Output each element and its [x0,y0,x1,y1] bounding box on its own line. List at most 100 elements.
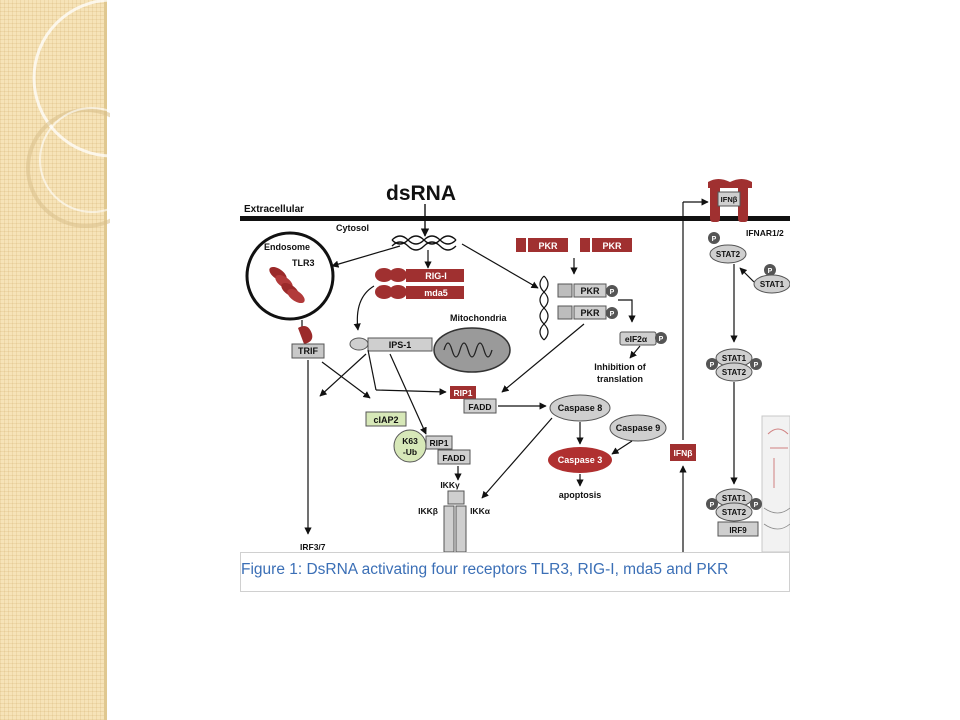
stat1-p-top [764,264,776,276]
stat2-top-label: STAT2 [716,250,741,259]
stat-bottom-p-left [706,498,718,510]
fadd-box [463,398,497,414]
eif2a-p-label: P [659,336,664,343]
stat1-bottom-label: STAT1 [722,494,747,503]
ikka-box [455,505,467,552]
trif-label: TRIF [298,346,318,356]
figure-caption: Figure 1: DsRNA activating four receptor… [241,561,729,578]
stat2-top [709,244,747,264]
eif2a-label: eIF2α [625,334,648,344]
pkr-b-label: PKR [602,241,622,251]
pkr-p-2-label: P [610,311,615,318]
rip1-label: RIP1 [454,388,473,398]
pkr-active-1 [573,283,607,298]
swirl-medium [26,108,110,228]
decorative-swirls [26,0,110,228]
dsrna-label: dsRNA [386,182,456,205]
ifnb-box [670,444,696,461]
tlr3-tail [298,326,313,344]
caspase9-label: Caspase 9 [616,423,661,433]
pathway-diagram: Extracellular Cytosol dsRNA Endosome TLR… [240,178,790,552]
stat1-p-top-label: P [768,268,773,275]
ips1-box [367,337,433,352]
stat-bottom-p-left-label: P [710,502,715,509]
stat1-top-label: STAT1 [760,280,785,289]
caption-box: Figure 1: DsRNA activating four receptor… [240,552,790,592]
cytosol-label: Cytosol [336,223,369,233]
stat-mid-p-right [750,358,762,370]
ciap2-label: cIAP2 [373,415,398,425]
stat2-mid [715,362,753,382]
swirl-large [32,0,110,158]
ifnb-bound-label: IFNβ [721,195,738,204]
inhibition-label-2: translation [597,374,643,384]
pkr-dimer-helix [539,275,549,341]
stat2-mid-label: STAT2 [722,368,747,377]
dsrna-helix [391,235,457,251]
stat1-mid-label: STAT1 [722,354,747,363]
endosome [245,231,335,321]
caspase8 [549,394,611,422]
mda5-receptor [375,285,464,299]
irf9-label: IRF9 [729,526,747,535]
figure: Extracellular Cytosol dsRNA Endosome TLR… [240,178,790,592]
rig-i-receptor [375,268,464,282]
ikkg-box [447,490,465,505]
tlr3-receptor [269,266,305,304]
fadd-complex-box [437,449,471,465]
side-panel-edge [104,0,107,720]
rip1-box [450,386,476,399]
k63-label-2: -Ub [403,447,417,457]
ikka-label: IKKα [470,506,491,516]
extracellular-label: Extracellular [244,204,304,215]
ips1-head [349,337,369,351]
ikkb-label: IKKβ [418,506,438,516]
k63-ub [393,429,427,463]
stat-bottom-p-right [750,498,762,510]
caspase3-label: Caspase 3 [558,455,603,465]
pkr-a [528,238,568,252]
tlr3-label: TLR3 [292,258,315,268]
pkr-a-label: PKR [538,241,558,251]
pkr-p-2 [606,307,618,319]
ifnb-bound-box [717,191,741,207]
mitochondria [433,327,511,373]
ifnar-label: IFNAR1/2 [746,228,784,238]
nucleus-region [761,415,790,552]
k63-label-1: K63 [402,436,418,446]
stat2-bottom [715,502,753,522]
cell-membrane [240,216,790,221]
mda5-label: mda5 [424,288,448,298]
ciap2-box [365,411,407,427]
stat2-p-top [708,232,720,244]
pkr-active-2 [573,305,607,320]
swirl-small [39,107,110,213]
caspase9 [609,414,667,442]
irf9-box [717,521,759,537]
rip1-complex-label: RIP1 [430,438,449,448]
ips1-label: IPS-1 [389,340,412,350]
stat1-top [753,274,790,294]
inhibition-label-1: Inhibition of [594,362,646,372]
ifnb-label: IFNβ [674,448,693,458]
fadd-complex-label: FADD [442,453,465,463]
caspase3 [548,447,612,473]
pkr-active-1-label: PKR [580,286,600,296]
pkr-a-tail [516,238,526,252]
endosome-label: Endosome [264,242,310,252]
stat2-p-top-label: P [712,236,717,243]
stat-mid-p-left-label: P [710,362,715,369]
pkr-p-1 [606,285,618,297]
fadd-label: FADD [468,402,491,412]
stat2-bottom-label: STAT2 [722,508,747,517]
caspase8-label: Caspase 8 [558,403,603,413]
rig-i-label: RIG-I [425,271,447,281]
eif2a-p [655,332,667,344]
pkr-b-tail [580,238,590,252]
pkr-p-1-label: P [610,289,615,296]
mitochondria-label: Mitochondria [450,313,507,323]
irf-label: IRF3/7 [300,542,326,552]
apoptosis-label: apoptosis [559,490,602,500]
pkr-active-2-label: PKR [580,308,600,318]
trif-box [291,343,325,359]
